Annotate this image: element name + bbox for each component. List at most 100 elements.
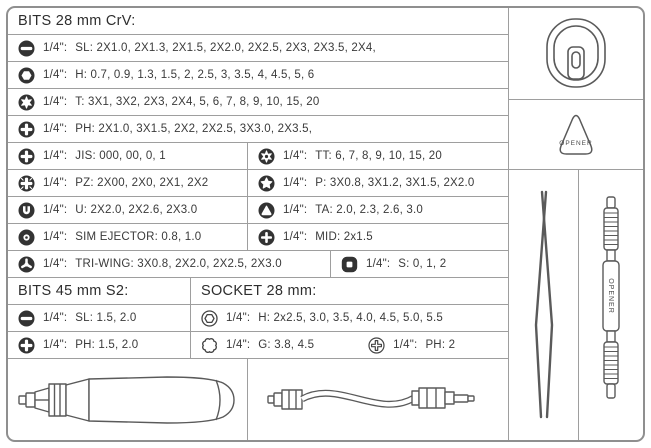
socket28-title-cell: SOCKET 28 mm: (190, 278, 508, 304)
socket-spec: H: 2x2.5, 3.0, 3.5, 4.0, 4.5, 5.0, 5.5 (258, 312, 443, 324)
bits45-title-cell: BITS 45 mm S2: (8, 278, 190, 304)
socket-cell-h: 1/4": H: 2x2.5, 3.0, 3.5, 4.0, 4.5, 5.0,… (190, 305, 508, 331)
bit-row-u-ta: 1/4": U: 2X2.0, 2X2.6, 2X3.0 1/4": TA: 2… (8, 197, 508, 224)
opener-pick-drawing: OPENER (559, 114, 593, 155)
socket28-title: SOCKET 28 mm: (201, 283, 317, 299)
socket-size: 1/4": (226, 339, 251, 351)
bit-cell-jis: 1/4": JIS: 000, 00, 0, 1 (8, 143, 247, 169)
bit-spec: P: 3X0.8, 3X1.2, 3X1.5, 2X2.0 (315, 177, 475, 189)
bit-cell-ta: 1/4": TA: 2.0, 2.3, 2.6, 3.0 (247, 197, 508, 223)
section-header-bits28: BITS 28 mm CrV: (8, 8, 508, 35)
bit-spec: TA: 2.0, 2.3, 2.6, 3.0 (315, 204, 424, 216)
bit-size: 1/4": (43, 96, 68, 108)
bit-row-sl45-hsock: 1/4": SL: 1.5, 2.0 1/4": H: 2x2.5, 3.0, … (8, 305, 508, 332)
bit-spec: JIS: 000, 00, 0, 1 (75, 150, 166, 162)
bit-size: 1/4": (43, 123, 68, 135)
spec-table: BITS 28 mm CrV: 1/4": SL: 2X1.0, 2X1.3, … (8, 8, 508, 440)
socket-size: 1/4": (393, 339, 418, 351)
socket-spec: G: 3.8, 4.5 (258, 339, 315, 351)
bits45-title: BITS 45 mm S2: (18, 283, 129, 299)
spec-frame: BITS 28 mm CrV: 1/4": SL: 2X1.0, 2X1.3, … (6, 6, 645, 442)
bit-spec: SL: 2X1.0, 2X1.3, 2X1.5, 2X2.0, 2X2.5, 2… (75, 42, 376, 54)
g-socket-icon (201, 337, 218, 354)
square-bit-icon (341, 256, 358, 273)
bit-row-jis-tt: 1/4": JIS: 000, 00, 0, 1 1/4": TT: 6, 7,… (8, 143, 508, 170)
bit-spec: TRI-WING: 3X0.8, 2X2.0, 2X2.5, 2X3.0 (75, 258, 282, 270)
bit-size: 1/4": (43, 231, 68, 243)
hex-socket-icon (201, 310, 218, 327)
opener-tool-label: OPENER (607, 278, 614, 314)
triangle-bit-icon (258, 202, 275, 219)
bit-spec: PH: 2X1.0, 3X1.5, 2X2, 2X2.5, 3X3.0, 2X3… (75, 123, 313, 135)
bit-cell-mid: 1/4": MID: 2x1.5 (247, 224, 508, 250)
opener-pick-label: OPENER (559, 140, 592, 147)
socket-cell-g-ph: 1/4": G: 3.8, 4.5 1/4": PH: 2 (190, 332, 508, 358)
handle-cell (8, 359, 247, 440)
bit-size: 1/4": (43, 258, 68, 270)
hex-bit-icon (18, 67, 35, 84)
bit-spec: TT: 6, 7, 8, 9, 10, 15, 20 (315, 150, 442, 162)
bit-spec: PH: 1.5, 2.0 (75, 339, 139, 351)
bit-cell-s: 1/4": S: 0, 1, 2 (330, 251, 508, 277)
bit-size: 1/4": (366, 258, 391, 270)
bit-spec: U: 2X2.0, 2X2.6, 2X3.0 (75, 204, 198, 216)
bit-size: 1/4": (43, 312, 68, 324)
socket-spec: PH: 2 (425, 339, 456, 351)
tweezers-drawing (534, 190, 553, 419)
opener-tool-drawing: OPENER (602, 196, 620, 399)
bit-size: 1/4": (43, 150, 68, 162)
bit-cell-pz: 1/4": PZ: 2X00, 2X0, 2X1, 2X2 (8, 170, 247, 196)
jis-bit-icon (18, 148, 35, 165)
flexible-extension-drawing (266, 386, 475, 410)
bit-row-h: 1/4": H: 0.7, 0.9, 1.3, 1.5, 2, 2.5, 3, … (8, 62, 508, 89)
bit-cell-u: 1/4": U: 2X2.0, 2X2.6, 2X3.0 (8, 197, 247, 223)
socket-size: 1/4": (226, 312, 251, 324)
bit-row-sim-mid: 1/4": SIM EJECTOR: 0.8, 1.0 1/4": MID: 2… (8, 224, 508, 251)
phillips-bit-icon (18, 337, 35, 354)
slotted-bit-icon (18, 310, 35, 327)
flexible-extension-cell (247, 359, 508, 440)
bit-spec: H: 0.7, 0.9, 1.3, 1.5, 2, 2.5, 3, 3.5, 4… (75, 69, 315, 81)
bit-cell-triwing: 1/4": TRI-WING: 3X0.8, 2X2.0, 2X2.5, 2X3… (8, 251, 330, 277)
opener-pick-cell: OPENER (509, 100, 643, 170)
slotted-bit-icon (18, 40, 35, 57)
bit-spec: PZ: 2X00, 2X0, 2X1, 2X2 (75, 177, 209, 189)
socket-group-ph: 1/4": PH: 2 (368, 337, 455, 354)
penta-bit-icon (258, 175, 275, 192)
bit-row-sl: 1/4": SL: 2X1.0, 2X1.3, 2X1.5, 2X2.0, 2X… (8, 35, 508, 62)
bit-cell-sim: 1/4": SIM EJECTOR: 0.8, 1.0 (8, 224, 247, 250)
carabiner-ring-drawing (546, 17, 606, 88)
bit-spec: SL: 1.5, 2.0 (75, 312, 137, 324)
bit-size: 1/4": (43, 339, 68, 351)
torx-bit-icon (18, 94, 35, 111)
bit-row-t: 1/4": T: 3X1, 3X2, 2X3, 2X4, 5, 6, 7, 8,… (8, 89, 508, 116)
bit-cell-tt: 1/4": TT: 6, 7, 8, 9, 10, 15, 20 (247, 143, 508, 169)
mid-bit-icon (258, 229, 275, 246)
bit-size: 1/4": (43, 69, 68, 81)
bit-spec: S: 0, 1, 2 (398, 258, 447, 270)
tri-wing-bit-icon (18, 256, 35, 273)
bit-spec: MID: 2x1.5 (315, 231, 373, 243)
pozidriv-bit-icon (18, 175, 35, 192)
section-header-bits45-socket: BITS 45 mm S2: SOCKET 28 mm: (8, 278, 508, 305)
bit-size: 1/4": (43, 177, 68, 189)
bit-size: 1/4": (283, 204, 308, 216)
tweezers-cell (509, 170, 579, 440)
torx-tamper-bit-icon (258, 148, 275, 165)
bits28-title: BITS 28 mm CrV: (18, 13, 136, 29)
carabiner-cell (509, 8, 643, 100)
bit-row-ph45-gsock-phsock: 1/4": PH: 1.5, 2.0 1/4": G: 3.8, 4.5 1/4… (8, 332, 508, 359)
opener-tool-cell: OPENER (579, 170, 643, 440)
accessories-bottom: OPENER (509, 170, 643, 440)
bit-size: 1/4": (43, 42, 68, 54)
phillips-socket-icon (368, 337, 385, 354)
accessories-column: OPENER (508, 8, 643, 440)
sim-ejector-bit-icon (18, 229, 35, 246)
bit-spec: SIM EJECTOR: 0.8, 1.0 (75, 231, 202, 243)
bit-cell-ph45: 1/4": PH: 1.5, 2.0 (8, 332, 190, 358)
bit-size: 1/4": (43, 204, 68, 216)
bit-row-pz-p: 1/4": PZ: 2X00, 2X0, 2X1, 2X2 1/4": P: 3… (8, 170, 508, 197)
u-fork-bit-icon (18, 202, 35, 219)
bit-row-ph: 1/4": PH: 2X1.0, 3X1.5, 2X2, 2X2.5, 3X3.… (8, 116, 508, 143)
